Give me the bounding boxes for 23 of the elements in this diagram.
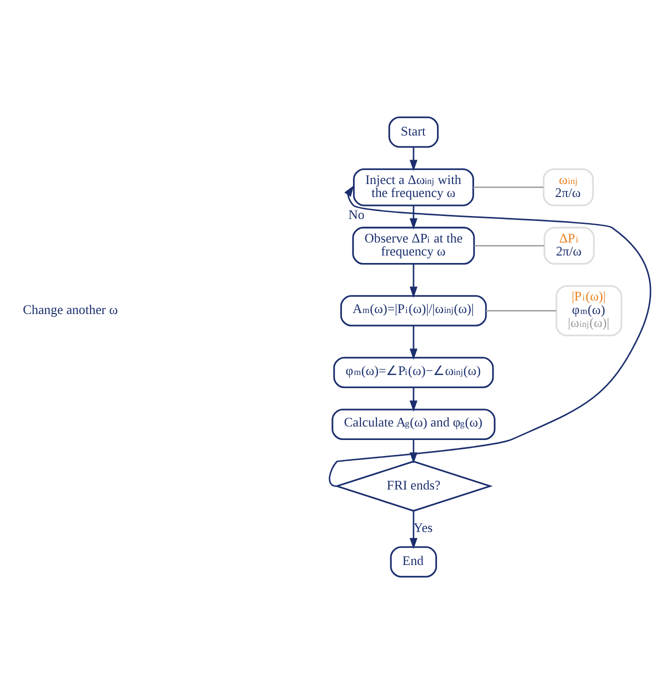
label: Change another ω (22, 301, 118, 316)
node-box: |Pi(ω)| φm(ω) |ωinj(ω)| (556, 284, 622, 336)
connector (486, 310, 556, 312)
arrow (410, 325, 418, 360)
arrow (410, 204, 418, 230)
node-box: Calculate Ag(ω) and φg(ω) (332, 408, 496, 440)
connector (473, 186, 544, 188)
arrow (410, 146, 418, 171)
node-box: Am(ω)=|Pi(ω)|/|ωinj(ω)| (340, 294, 487, 326)
node-box: ΔPi 2π/ω (544, 226, 595, 264)
node-diamond: FRI ends? (334, 460, 493, 512)
arrow (329, 184, 652, 486)
node-box: φm(ω)=∠Pi(ω)−∠ωinj(ω) (333, 356, 494, 388)
arrow (410, 263, 418, 298)
arrow (410, 387, 418, 412)
node-box: Inject a Δωinj with the frequency ω (353, 168, 474, 206)
node-box: Observe ΔPi at the frequency ω (352, 226, 475, 264)
node-box: ωinj 2π/ω (542, 168, 594, 206)
node-box: Start (388, 116, 439, 148)
connector (474, 244, 544, 246)
edge-label: No (348, 206, 365, 222)
arrow (410, 510, 418, 549)
node-box: End (390, 546, 437, 578)
